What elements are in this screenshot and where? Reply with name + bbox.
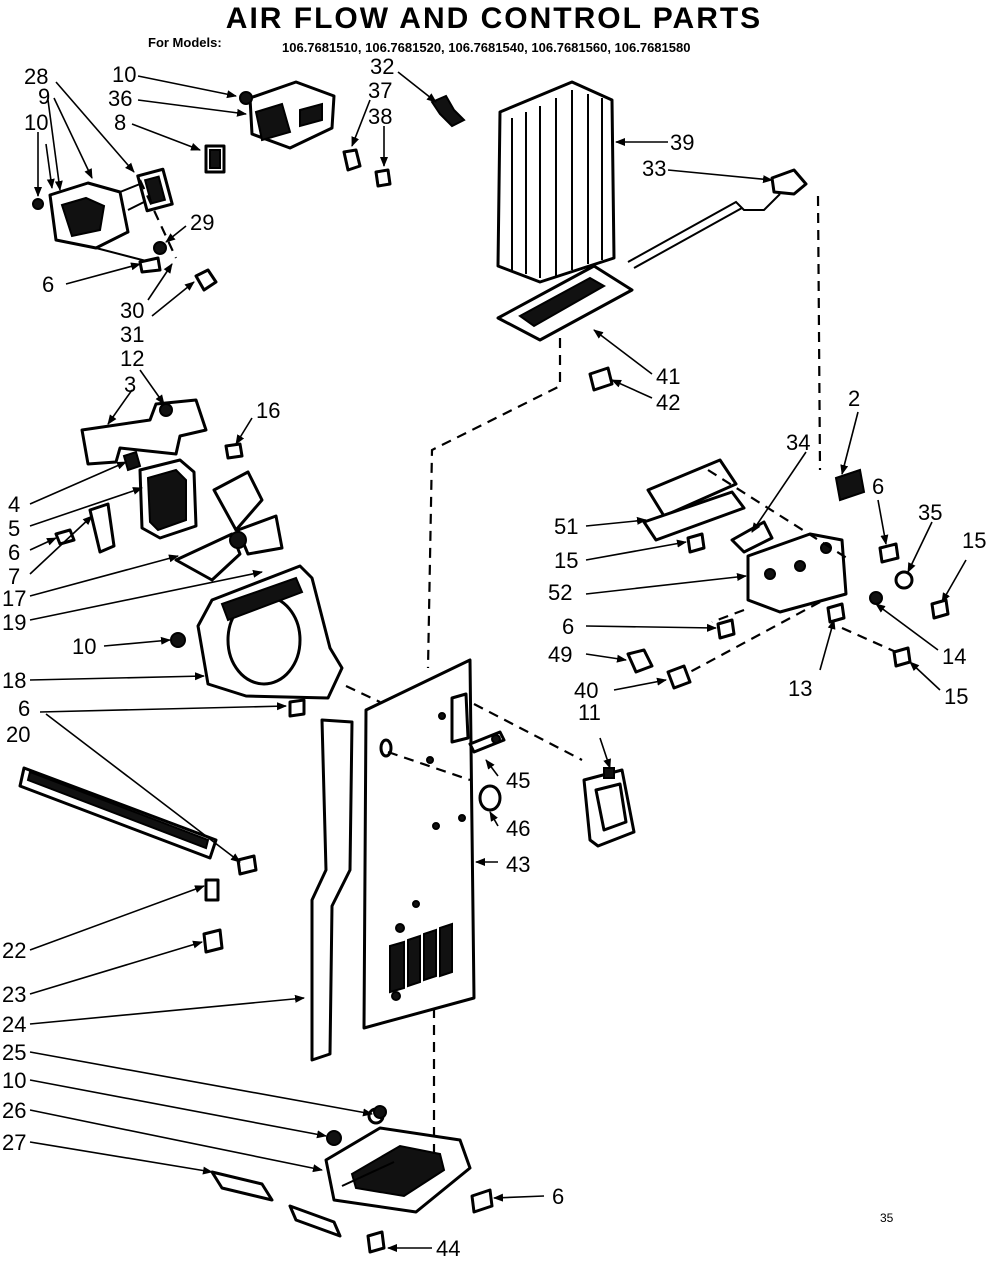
callout-10: 10 (2, 1068, 26, 1093)
page-mark: 35 (880, 1211, 894, 1225)
control-mounting-bracket (642, 458, 866, 614)
leader-lines (29, 71, 967, 1252)
callout-6: 6 (872, 474, 884, 499)
callout-30: 30 (120, 298, 144, 323)
callout-14: 14 (942, 644, 966, 669)
callout-45: 45 (506, 768, 530, 793)
callout-41: 41 (656, 364, 680, 389)
callout-15: 15 (944, 684, 968, 709)
evaporator-baffle (496, 80, 616, 284)
models-label: For Models: (148, 35, 222, 50)
callout-32: 32 (370, 54, 394, 79)
callout-10: 10 (112, 62, 136, 87)
callout-49: 49 (548, 642, 572, 667)
callout-44: 44 (436, 1236, 460, 1261)
small-hardware-top-left (32, 91, 466, 292)
control-housing (248, 80, 336, 150)
air-channel-duct (310, 718, 354, 1062)
callout-6: 6 (562, 614, 574, 639)
callout-6: 6 (18, 696, 30, 721)
air-duct-grille (18, 766, 218, 860)
callout-2: 2 (848, 386, 860, 411)
callout-26: 26 (2, 1098, 26, 1123)
callout-40: 40 (574, 678, 598, 703)
callout-3: 3 (124, 372, 136, 397)
callout-10: 10 (24, 110, 48, 135)
callout-4: 4 (8, 492, 20, 517)
callout-13: 13 (788, 676, 812, 701)
callout-43: 43 (506, 852, 530, 877)
callout-31: 31 (120, 322, 144, 347)
callout-23: 23 (2, 982, 26, 1007)
evaporator-fan-shroud (170, 564, 344, 718)
thermostat-knob-bracket (136, 144, 226, 213)
air-flow-cover-panel (362, 658, 476, 1030)
callout-38: 38 (368, 104, 392, 129)
callout-6: 6 (42, 272, 54, 297)
callout-18: 18 (2, 668, 26, 693)
drain-trough (324, 1126, 472, 1214)
fan-blade (174, 470, 284, 582)
callout-20: 20 (6, 722, 30, 747)
sensing-tube (627, 168, 808, 269)
callout-7: 7 (8, 564, 20, 589)
callout-25: 25 (2, 1040, 26, 1065)
callout-27: 27 (2, 1130, 26, 1155)
callout-10: 10 (72, 634, 96, 659)
damper-diffuser (496, 264, 634, 392)
drain-hardware (366, 1105, 494, 1254)
callout-42: 42 (656, 390, 680, 415)
callout-9: 9 (38, 84, 50, 109)
callout-28: 28 (24, 64, 48, 89)
fan-motor-bracket (80, 398, 244, 466)
callout-11: 11 (578, 700, 601, 725)
callout-24: 24 (2, 1012, 26, 1037)
callout-29: 29 (190, 210, 214, 235)
callout-15: 15 (962, 528, 986, 553)
callout-5: 5 (8, 516, 20, 541)
small-hardware-left (202, 854, 385, 1146)
callout-39: 39 (670, 130, 694, 155)
callout-19: 19 (2, 610, 26, 635)
insulation-strips (210, 1170, 342, 1238)
callout-12: 12 (120, 346, 144, 371)
callout-17: 17 (2, 586, 26, 611)
fan-motor (54, 450, 198, 554)
damper-control-assembly (48, 178, 158, 263)
callout-33: 33 (642, 156, 666, 181)
callout-46: 46 (506, 816, 530, 841)
callout-labels: 28 9 10 10 36 8 32 37 38 29 6 30 31 12 3… (2, 54, 986, 1261)
thumbscrew-and-plug (468, 730, 506, 812)
callout-15: 15 (554, 548, 578, 573)
callout-34: 34 (786, 430, 810, 455)
diagram-title: AIR FLOW AND CONTROL PARTS (226, 2, 762, 35)
callout-35: 35 (918, 500, 942, 525)
callout-22: 22 (2, 938, 26, 963)
callout-6: 6 (552, 1184, 564, 1209)
callout-6: 6 (8, 540, 20, 565)
model-numbers: 106.7681510, 106.7681520, 106.7681540, 1… (282, 40, 690, 55)
damper-bracket-11 (582, 767, 636, 848)
callout-51: 51 (554, 514, 578, 539)
callout-37: 37 (368, 78, 392, 103)
callout-8: 8 (114, 110, 126, 135)
assembly-guide-lines (139, 179, 897, 1160)
callout-36: 36 (108, 86, 132, 111)
callout-16: 16 (256, 398, 280, 423)
callout-52: 52 (548, 580, 572, 605)
